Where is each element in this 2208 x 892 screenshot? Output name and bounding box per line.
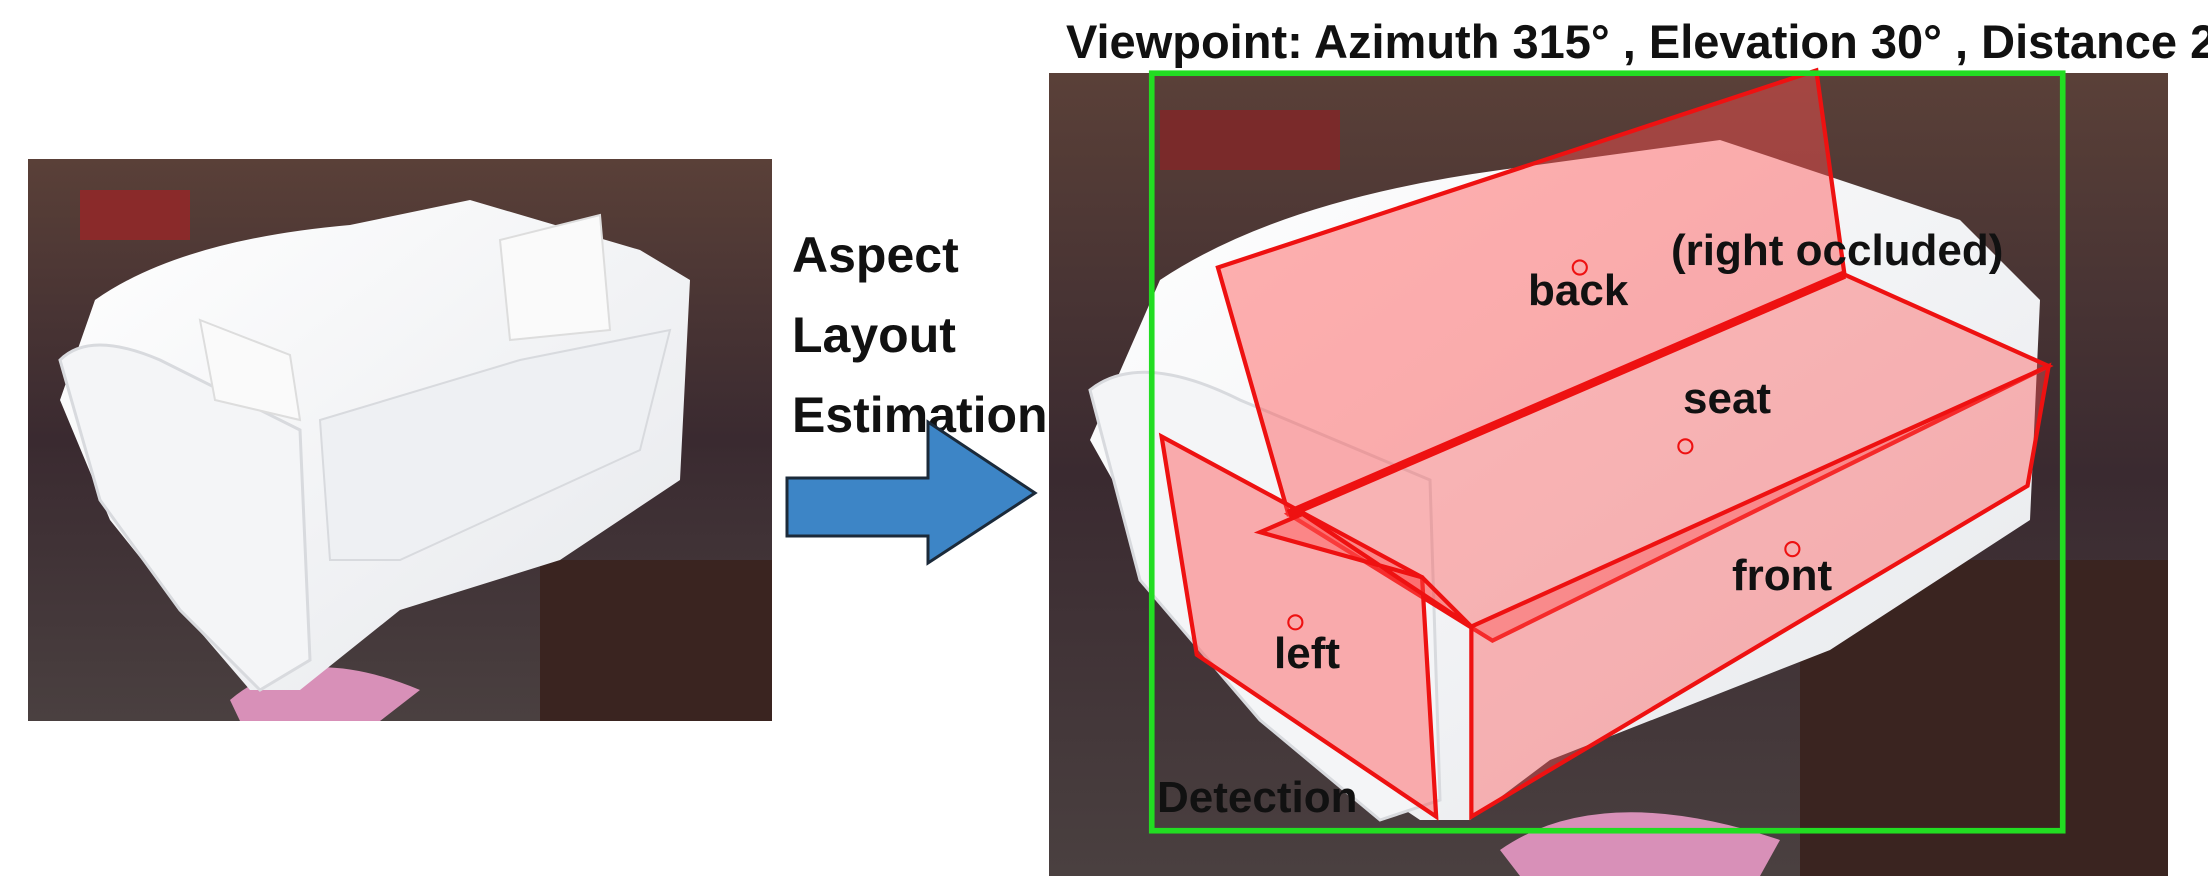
part-left xyxy=(1158,432,1439,821)
input-photo xyxy=(28,159,772,721)
part-label-left: left xyxy=(1274,629,1340,678)
detection-label: Detection xyxy=(1157,773,1357,822)
coffee-table xyxy=(540,560,772,721)
viewpoint-title: Viewpoint: Azimuth 315° , Elevation 30° … xyxy=(1066,15,2208,68)
ottoman xyxy=(1160,110,1340,170)
part-center-left xyxy=(1287,614,1304,631)
part-front xyxy=(1469,362,2052,821)
ottoman xyxy=(80,190,190,240)
part-label-front: front xyxy=(1732,551,1833,600)
part-center-front xyxy=(1784,541,1801,558)
aspect-layout-overlay xyxy=(1148,67,2066,834)
part-left-top xyxy=(1253,511,1473,629)
part-label-seat: seat xyxy=(1683,374,1771,423)
arrow-right-icon xyxy=(785,419,1038,566)
part-label-right: (right occluded) xyxy=(1671,226,2003,275)
detection-box xyxy=(1148,70,2066,834)
method-label-line-1: Aspect xyxy=(792,227,959,283)
part-center-back xyxy=(1571,259,1588,276)
sofa xyxy=(58,200,690,692)
part-label-back: back xyxy=(1528,266,1629,315)
back-seat-edge xyxy=(1286,270,1847,518)
method-label-line-2: Layout xyxy=(792,307,956,363)
part-center-seat xyxy=(1677,438,1694,455)
method-label-line-3: Estimation xyxy=(792,387,1048,443)
